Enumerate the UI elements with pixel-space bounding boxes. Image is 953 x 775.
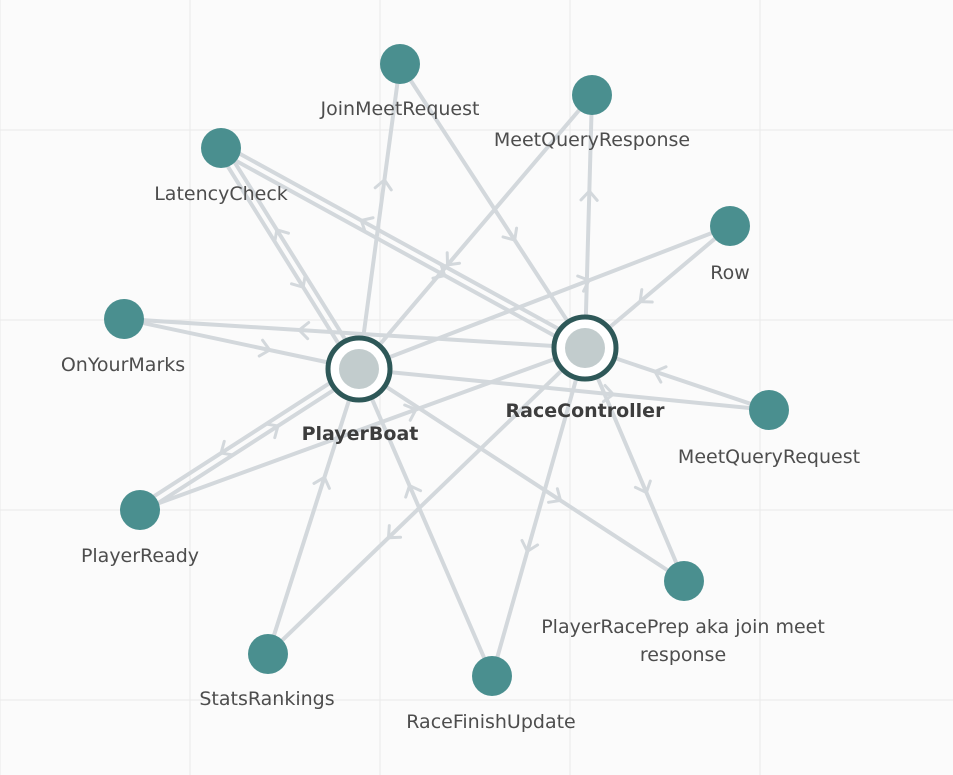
node-label: Row bbox=[710, 262, 750, 284]
edge-racecontroller-to-meetqueryresponse bbox=[579, 93, 599, 350]
node-circle[interactable] bbox=[201, 128, 241, 168]
edge-arrowhead bbox=[290, 273, 307, 289]
edge-meetqueryresponse-to-playerboat bbox=[357, 93, 594, 371]
node-onyourmarks[interactable]: OnYourMarks bbox=[61, 299, 185, 376]
edge-arrowhead bbox=[312, 475, 331, 490]
edge-arrowhead bbox=[547, 487, 562, 504]
edge-arrowhead bbox=[653, 365, 668, 384]
edge-statsrankings-to-playerboat bbox=[266, 367, 361, 656]
edge-arrowhead bbox=[520, 538, 540, 553]
edge-playerready-to-racecontroller bbox=[138, 346, 587, 512]
edge-playerboat-to-playerraceprep bbox=[357, 367, 686, 583]
edge-arrowhead bbox=[297, 321, 311, 341]
node-playerraceprep[interactable]: PlayerRacePrep aka join meet response bbox=[541, 561, 825, 666]
node-label: OnYourMarks bbox=[61, 354, 185, 376]
node-circle[interactable] bbox=[472, 656, 512, 696]
edge-arrowhead bbox=[373, 178, 393, 192]
edge-latencycheck-to-racecontroller bbox=[217, 149, 586, 354]
edge-racecontroller-to-latencycheck bbox=[220, 142, 589, 347]
edge-arrowhead bbox=[257, 338, 272, 358]
hub-playerboat[interactable]: PlayerBoat bbox=[302, 335, 419, 445]
edge-arrowhead bbox=[638, 288, 654, 304]
node-meetqueryrequest[interactable]: MeetQueryRequest bbox=[678, 390, 860, 468]
hub-core bbox=[339, 349, 379, 389]
node-latencycheck[interactable]: LatencyCheck bbox=[154, 128, 288, 205]
nodes-layer: JoinMeetRequestMeetQueryResponseLatencyC… bbox=[61, 44, 860, 733]
edge-racecontroller-to-racefinishupdate bbox=[490, 346, 587, 678]
node-circle[interactable] bbox=[380, 44, 420, 84]
node-circle[interactable] bbox=[710, 206, 750, 246]
edge-playerboat-to-row bbox=[357, 224, 732, 371]
node-statsrankings[interactable]: StatsRankings bbox=[199, 634, 335, 710]
edge-onyourmarks-to-playerboat bbox=[122, 317, 361, 371]
edge-playerboat-to-latencycheck bbox=[222, 143, 365, 369]
edge-arrowhead bbox=[359, 216, 375, 234]
node-circle[interactable] bbox=[120, 490, 160, 530]
edge-racecontroller-to-playerraceprep bbox=[583, 346, 686, 583]
node-meetqueryresponse[interactable]: MeetQueryResponse bbox=[494, 75, 690, 151]
node-label: PlayerReady bbox=[81, 545, 199, 567]
edge-arrowhead bbox=[403, 403, 418, 422]
node-circle[interactable] bbox=[664, 561, 704, 601]
node-label: MeetQueryRequest bbox=[678, 446, 860, 468]
edge-racecontroller-to-onyourmarks bbox=[122, 317, 587, 350]
edge-arrowhead bbox=[219, 439, 235, 457]
edge-playerboat-to-playerready bbox=[135, 363, 359, 509]
edge-arrowhead bbox=[501, 226, 519, 242]
node-row[interactable]: Row bbox=[710, 206, 750, 284]
edge-latencycheck-to-playerboat bbox=[215, 148, 358, 374]
edge-arrowhead bbox=[579, 189, 599, 202]
hub-label: PlayerBoat bbox=[302, 423, 419, 445]
node-circle[interactable] bbox=[104, 299, 144, 339]
edge-arrowhead bbox=[431, 262, 447, 280]
edge-racecontroller-to-statsrankings bbox=[266, 346, 587, 656]
edge-playerready-to-playerboat bbox=[140, 370, 364, 516]
edge-racefinishupdate-to-playerboat bbox=[357, 367, 494, 678]
edge-playerboat-to-joinmeetrequest bbox=[357, 62, 402, 371]
hub-racecontroller[interactable]: RaceController bbox=[506, 314, 666, 422]
node-label: JoinMeetRequest bbox=[320, 98, 480, 120]
node-racefinishupdate[interactable]: RaceFinishUpdate bbox=[406, 656, 576, 733]
node-label-line2: response bbox=[640, 644, 726, 666]
node-circle[interactable] bbox=[749, 390, 789, 430]
node-circle[interactable] bbox=[248, 634, 288, 674]
edge-arrowhead bbox=[445, 251, 462, 267]
hub-label: RaceController bbox=[506, 400, 666, 422]
edge-arrowhead bbox=[264, 422, 280, 440]
node-label: MeetQueryResponse bbox=[494, 129, 690, 151]
edge-arrowhead bbox=[386, 524, 403, 540]
hub-core bbox=[565, 328, 605, 368]
node-label: LatencyCheck bbox=[154, 183, 288, 205]
node-playerready[interactable]: PlayerReady bbox=[81, 490, 199, 567]
node-label: PlayerRacePrep aka join meet bbox=[541, 616, 825, 638]
edge-arrowhead bbox=[404, 484, 423, 499]
node-label: RaceFinishUpdate bbox=[406, 711, 575, 733]
edge-arrowhead bbox=[273, 228, 290, 244]
node-circle[interactable] bbox=[572, 75, 612, 115]
edge-joinmeetrequest-to-racecontroller bbox=[398, 62, 587, 350]
node-joinmeetrequest[interactable]: JoinMeetRequest bbox=[320, 44, 480, 120]
edges-layer bbox=[122, 62, 771, 678]
edge-arrowhead bbox=[633, 479, 652, 494]
node-label: StatsRankings bbox=[199, 688, 334, 710]
